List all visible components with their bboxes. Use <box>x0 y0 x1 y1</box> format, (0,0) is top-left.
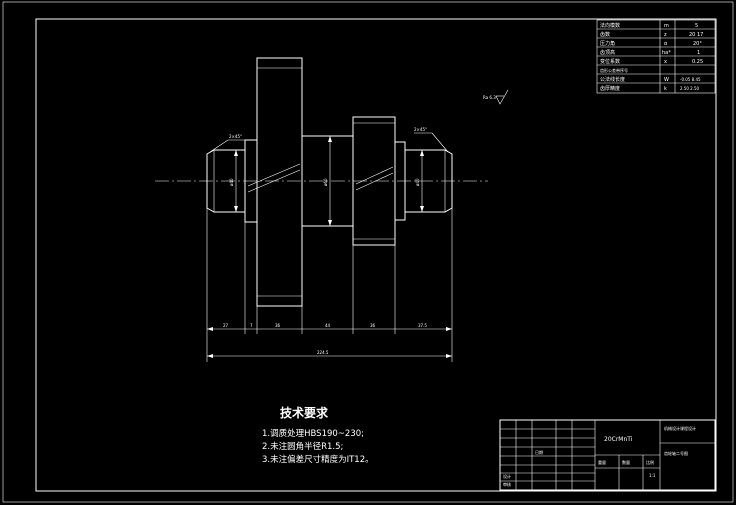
diameter-label: ø60 <box>323 178 328 186</box>
param-sym: z <box>664 32 667 38</box>
param-val: 5 <box>695 23 698 29</box>
chamfer-left-label: 2×45° <box>229 134 242 139</box>
notes-item: 1.调质处理HBS190~230; <box>262 428 364 439</box>
roughness-symbol: Ra 6.3 <box>483 89 509 105</box>
notes-item: 3.未注偏差尺寸精度为IT12。 <box>262 454 374 465</box>
param-val: 20 17 <box>689 32 703 38</box>
param-label: 齿数 <box>600 31 610 38</box>
weight-label: 重量 <box>598 459 606 465</box>
inner-frame <box>35 18 717 492</box>
scale-value: 1:1 <box>649 473 656 478</box>
technical-notes: 技术要求 1.调质处理HBS190~230; 2.未注圆角半径R1.5; 3.未… <box>262 405 374 465</box>
roughness-label: Ra 6.3 <box>483 95 496 100</box>
param-sym: k <box>664 86 667 92</box>
diameter-label: ø40 <box>229 178 234 186</box>
drawing-name: 齿轮轴二号图 <box>664 450 688 456</box>
title-block: 20CrMnTi 机械设计课程设计 齿轮轴二号图 重量 数量 比例 1:1 设计… <box>499 419 716 491</box>
notes-title: 技术要求 <box>280 405 329 420</box>
diameter-dims: ø40 ø60 ø40 <box>229 136 424 226</box>
param-sym: m <box>664 23 669 29</box>
param-val: 2.50 2.50 <box>680 86 700 91</box>
total-length-dim: 224.5 <box>317 350 329 355</box>
param-label: 齿顶高 <box>600 49 615 56</box>
date-label: 日期 <box>535 449 543 455</box>
chamfer-right-label: 2×45° <box>414 127 427 132</box>
length-dim: 36 <box>275 323 281 328</box>
param-label: 变位系数 <box>600 58 620 65</box>
param-val: 1 <box>697 50 700 56</box>
param-label: 压力角 <box>600 40 615 47</box>
count-label: 数量 <box>622 459 630 465</box>
diameter-label: ø40 <box>415 178 420 186</box>
param-label: 公法线长度 <box>600 76 625 83</box>
length-dim: 36 <box>370 323 376 328</box>
param-sym: W <box>664 77 669 83</box>
scale-label: 比例 <box>646 459 654 465</box>
param-label: 法向模数 <box>600 22 620 29</box>
chamfer-callouts: 2×45° 2×45° <box>209 127 449 153</box>
parameter-table: 法向模数 m 5 齿数 z 20 17 压力角 α 20° 齿顶高 ha* 1 … <box>596 19 716 94</box>
length-dim: 44 <box>325 323 331 328</box>
param-label: 齿形公差带序号 <box>600 67 628 73</box>
length-dim: 37.5 <box>418 323 427 328</box>
school-label: 机械设计课程设计 <box>664 425 696 431</box>
designer-label: 设计 <box>503 473 511 479</box>
length-dims: 27 7 36 44 36 37.5 224.5 <box>207 323 452 358</box>
param-val: 20° <box>693 41 702 47</box>
param-val: 0.25 <box>692 59 703 65</box>
check-label: 审核 <box>503 481 511 487</box>
param-sym: α <box>664 41 668 47</box>
material-label: 20CrMnTi <box>604 436 633 443</box>
helix-lines <box>247 163 394 193</box>
param-sym: ha* <box>662 50 671 56</box>
param-val: -0.05 8.45 <box>680 77 701 82</box>
length-dim: 27 <box>223 323 229 328</box>
param-label: 齿厚精度 <box>600 85 620 92</box>
notes-item: 2.未注圆角半径R1.5; <box>262 441 343 452</box>
extension-lines <box>206 208 453 362</box>
length-dim: 7 <box>250 323 253 328</box>
param-sym: x <box>664 59 667 65</box>
